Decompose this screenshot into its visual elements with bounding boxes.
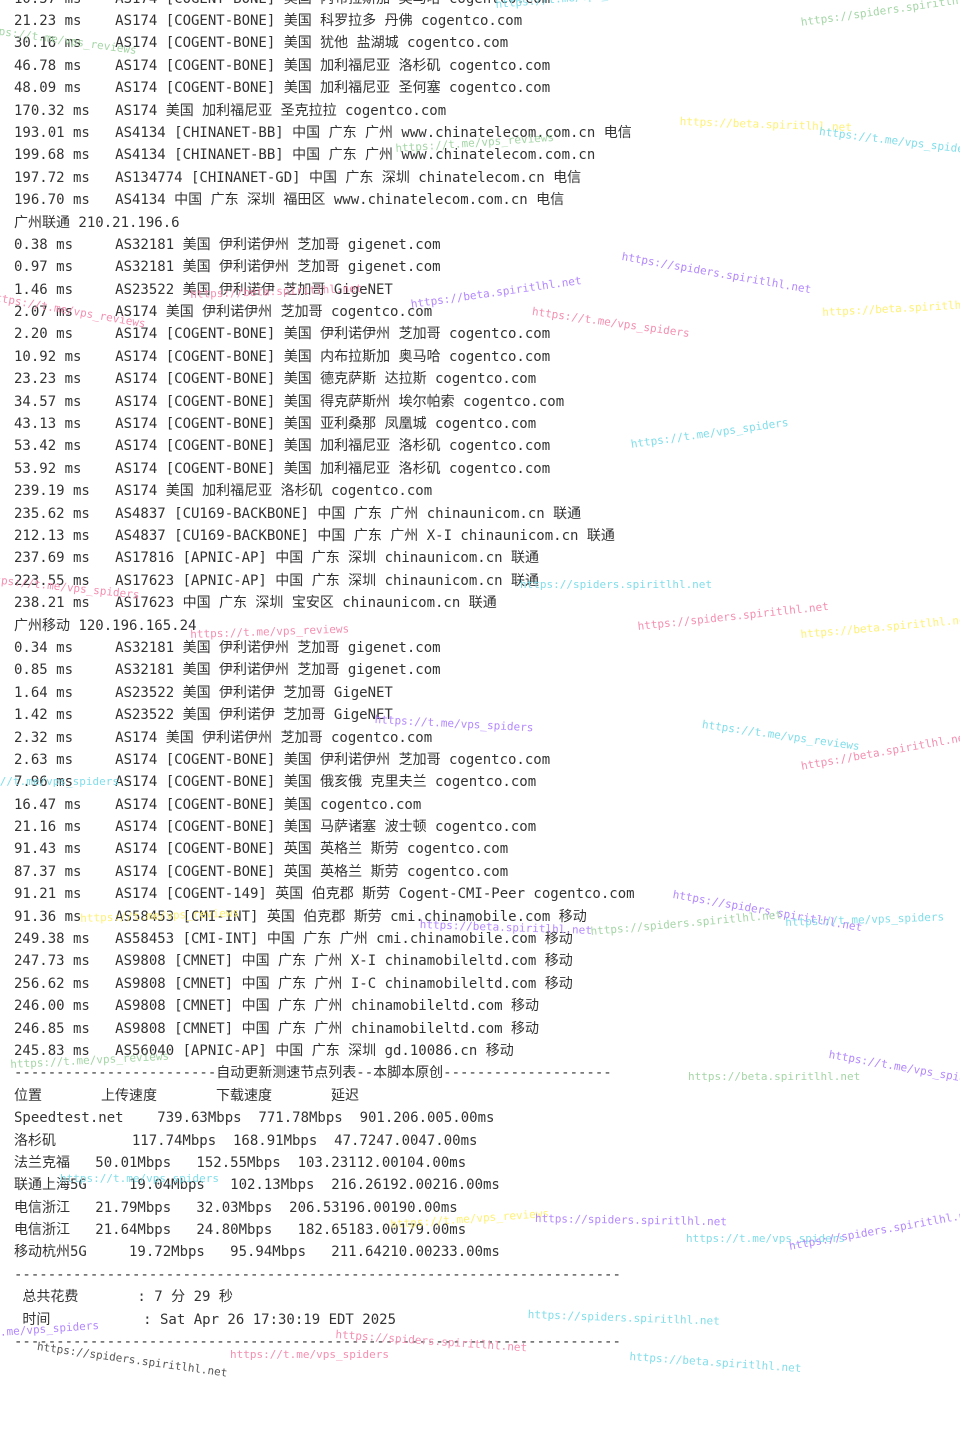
terminal-line: 53.42 ms AS174 [COGENT-BONE] 美国 加利福尼亚 洛杉… [14, 438, 551, 454]
terminal-line: 193.01 ms AS4134 [CHINANET-BB] 中国 广东 广州 … [14, 125, 632, 141]
terminal-line: 2.63 ms AS174 [COGENT-BONE] 美国 伊利诺伊州 芝加哥… [14, 752, 551, 768]
watermark: https://beta.spiritlhl.net [679, 115, 853, 135]
terminal-line: 0.34 ms AS32181 美国 伊利诺伊州 芝加哥 gigenet.com [14, 640, 441, 656]
watermark: https://t.me/vps_spiders [630, 415, 790, 451]
section-divider: ------------------------自动更新测速节点列表--本脚本原… [14, 1065, 612, 1081]
watermark: https://spiders.spiritlhl.net [520, 578, 713, 591]
terminal-line: 43.13 ms AS174 [COGENT-BONE] 美国 亚利桑那 凤凰城… [14, 416, 537, 432]
section-divider: ----------------------------------------… [14, 1334, 621, 1350]
terminal-line: 246.00 ms AS9808 [CMNET] 中国 广东 广州 chinam… [14, 998, 540, 1014]
watermark: https://t.me/vps_reviews [701, 718, 861, 753]
terminal-line: 1.46 ms AS23522 美国 伊利诺伊 芝加哥 GigeNET [14, 282, 393, 298]
watermark: https://t.me/vps_spiders [827, 1048, 960, 1089]
terminal-line: 256.62 ms AS9808 [CMNET] 中国 广东 广州 I-C ch… [14, 976, 573, 992]
speedtest-row: 洛杉矶 117.74Mbps 168.91Mbps 47.7247.0047.0… [14, 1133, 478, 1149]
terminal-line: 247.73 ms AS9808 [CMNET] 中国 广东 广州 X-I ch… [14, 953, 573, 969]
terminal-line: 235.62 ms AS4837 [CU169-BACKBONE] 中国 广东 … [14, 506, 582, 522]
terminal-line: 223.55 ms AS17623 [APNIC-AP] 中国 广东 深圳 ch… [14, 573, 540, 589]
section-heading: 广州移动 120.196.165.24 [14, 618, 197, 634]
terminal-line: 21.23 ms AS174 [COGENT-BONE] 美国 科罗拉多 丹佛 … [14, 13, 523, 29]
total-time: 总共花费 : 7 分 29 秒 [14, 1289, 233, 1305]
terminal-line: 10.57 ms AS174 [COGENT-BONE] 美国 内布拉斯加 奥马… [14, 0, 550, 10]
section-divider: ----------------------------------------… [14, 1267, 621, 1283]
terminal-line: 199.68 ms AS4134 [CHINANET-BB] 中国 广东 广州 … [14, 147, 596, 163]
section-heading: 广州联通 210.21.196.6 [14, 215, 180, 231]
watermark: https://beta.spiritlhl.net [629, 1350, 802, 1375]
terminal-line: 0.85 ms AS32181 美国 伊利诺伊州 芝加哥 gigenet.com [14, 662, 441, 678]
terminal-line: 53.92 ms AS174 [COGENT-BONE] 美国 加利福尼亚 洛杉… [14, 461, 551, 477]
speedtest-row: 电信浙江 21.79Mbps 32.03Mbps 206.53196.00190… [14, 1200, 458, 1216]
terminal-line: 196.70 ms AS4134 中国 广东 深圳 福田区 www.chinat… [14, 192, 565, 208]
speedtest-row: 移动杭州5G 19.72Mbps 95.94Mbps 211.64210.002… [14, 1244, 500, 1260]
timestamp: 时间 : Sat Apr 26 17:30:19 EDT 2025 [14, 1312, 397, 1328]
watermark: https://beta.spiritlhl.net [822, 296, 960, 319]
speedtest-row: 联通上海5G 19.04Mbps 102.13Mbps 216.26192.00… [14, 1177, 500, 1193]
watermark: https://t.me/vps_spiders [818, 125, 960, 158]
watermark: https://beta.spiritlhl.net [800, 730, 960, 773]
terminal-line: 2.20 ms AS174 [COGENT-BONE] 美国 伊利诺伊州 芝加哥… [14, 326, 551, 342]
watermark: https://t.me/vps_spiders [531, 305, 691, 340]
terminal-line: 1.42 ms AS23522 美国 伊利诺伊 芝加哥 GigeNET [14, 707, 393, 723]
watermark: https://spiders.spiritlhl.net [590, 908, 783, 938]
terminal-line: 91.36 ms AS58453 [CMI-INT] 英国 伯克郡 斯劳 cmi… [14, 909, 587, 925]
speedtest-row: Speedtest.net 739.63Mbps 771.78Mbps 901.… [14, 1110, 495, 1126]
watermark: https://spiders.spiritlhl.net [800, 0, 960, 29]
terminal-line: 48.09 ms AS174 [COGENT-BONE] 美国 加利福尼亚 圣何… [14, 80, 551, 96]
watermark: https://spiders.spiritlhl.net [788, 1206, 960, 1253]
watermark: https://beta.spiritlhl.net [688, 1070, 861, 1083]
watermark: https://spiders.spiritlhl.net [637, 599, 830, 633]
watermark: https://t.me/vps_spiders [686, 1232, 845, 1245]
terminal-line: 46.78 ms AS174 [COGENT-BONE] 美国 加利福尼亚 洛杉… [14, 58, 551, 74]
terminal-line: 249.38 ms AS58453 [CMI-INT] 中国 广东 广州 cmi… [14, 931, 573, 947]
speedtest-row: 电信浙江 21.64Mbps 24.80Mbps 182.65183.00179… [14, 1222, 467, 1238]
watermark: https://beta.spiritlhl.net [800, 612, 960, 641]
terminal-line: 0.38 ms AS32181 美国 伊利诺伊州 芝加哥 gigenet.com [14, 237, 441, 253]
terminal-line: 34.57 ms AS174 [COGENT-BONE] 美国 得克萨斯州 埃尔… [14, 394, 565, 410]
terminal-line: 212.13 ms AS4837 [CU169-BACKBONE] 中国 广东 … [14, 528, 615, 544]
terminal-line: 7.96 ms AS174 [COGENT-BONE] 美国 俄亥俄 克里夫兰 … [14, 774, 537, 790]
watermark: https://spiders.spiritlhl.net [527, 1308, 720, 1328]
watermark: https://spiders.spiritlhl.net [534, 1212, 728, 1229]
terminal-line: 197.72 ms AS134774 [CHINANET-GD] 中国 广东 深… [14, 170, 582, 186]
terminal-line: 0.97 ms AS32181 美国 伊利诺伊州 芝加哥 gigenet.com [14, 259, 441, 275]
watermark: https://t.me/vps_spiders [785, 910, 945, 929]
terminal-line: 246.85 ms AS9808 [CMNET] 中国 广东 广州 chinam… [14, 1021, 540, 1037]
terminal-line: 10.92 ms AS174 [COGENT-BONE] 美国 内布拉斯加 奥马… [14, 349, 551, 365]
terminal-line: 238.21 ms AS17623 中国 广东 深圳 宝安区 chinaunic… [14, 595, 497, 611]
terminal-line: 23.23 ms AS174 [COGENT-BONE] 美国 德克萨斯 达拉斯… [14, 371, 537, 387]
terminal-line: 91.21 ms AS174 [COGENT-149] 英国 伯克郡 斯劳 Co… [14, 886, 635, 902]
terminal-line: 21.16 ms AS174 [COGENT-BONE] 美国 马萨诸塞 波士顿… [14, 819, 537, 835]
terminal-line: 30.16 ms AS174 [COGENT-BONE] 美国 犹他 盐湖城 c… [14, 35, 509, 51]
terminal-line: 87.37 ms AS174 [COGENT-BONE] 英国 英格兰 斯劳 c… [14, 864, 509, 880]
terminal-line: 245.83 ms AS56040 [APNIC-AP] 中国 广东 深圳 gd… [14, 1043, 514, 1059]
terminal-line: 170.32 ms AS174 美国 加利福尼亚 圣克拉拉 cogentco.c… [14, 103, 447, 119]
terminal-line: 237.69 ms AS17816 [APNIC-AP] 中国 广东 深圳 ch… [14, 550, 540, 566]
watermark: https://spiders.spiritlhl.net [671, 888, 864, 935]
terminal-line: 91.43 ms AS174 [COGENT-BONE] 英国 英格兰 斯劳 c… [14, 841, 509, 857]
terminal-line: 2.07 ms AS174 美国 伊利诺伊州 芝加哥 cogentco.com [14, 304, 433, 320]
watermark: https://beta.spiritlhl.net [410, 274, 583, 311]
terminal-line: 16.47 ms AS174 [COGENT-BONE] 美国 cogentco… [14, 797, 422, 813]
terminal-line: 1.64 ms AS23522 美国 伊利诺伊 芝加哥 GigeNET [14, 685, 393, 701]
speedtest-header: 位置 上传速度 下载速度 延迟 [14, 1088, 360, 1104]
terminal-line: 239.19 ms AS174 美国 加利福尼亚 洛杉矶 cogentco.co… [14, 483, 433, 499]
terminal-line: 2.32 ms AS174 美国 伊利诺伊州 芝加哥 cogentco.com [14, 730, 433, 746]
speedtest-row: 法兰克福 50.01Mbps 152.55Mbps 103.23112.0010… [14, 1155, 467, 1171]
watermark: https://spiders.spiritlhl.net [620, 250, 813, 297]
